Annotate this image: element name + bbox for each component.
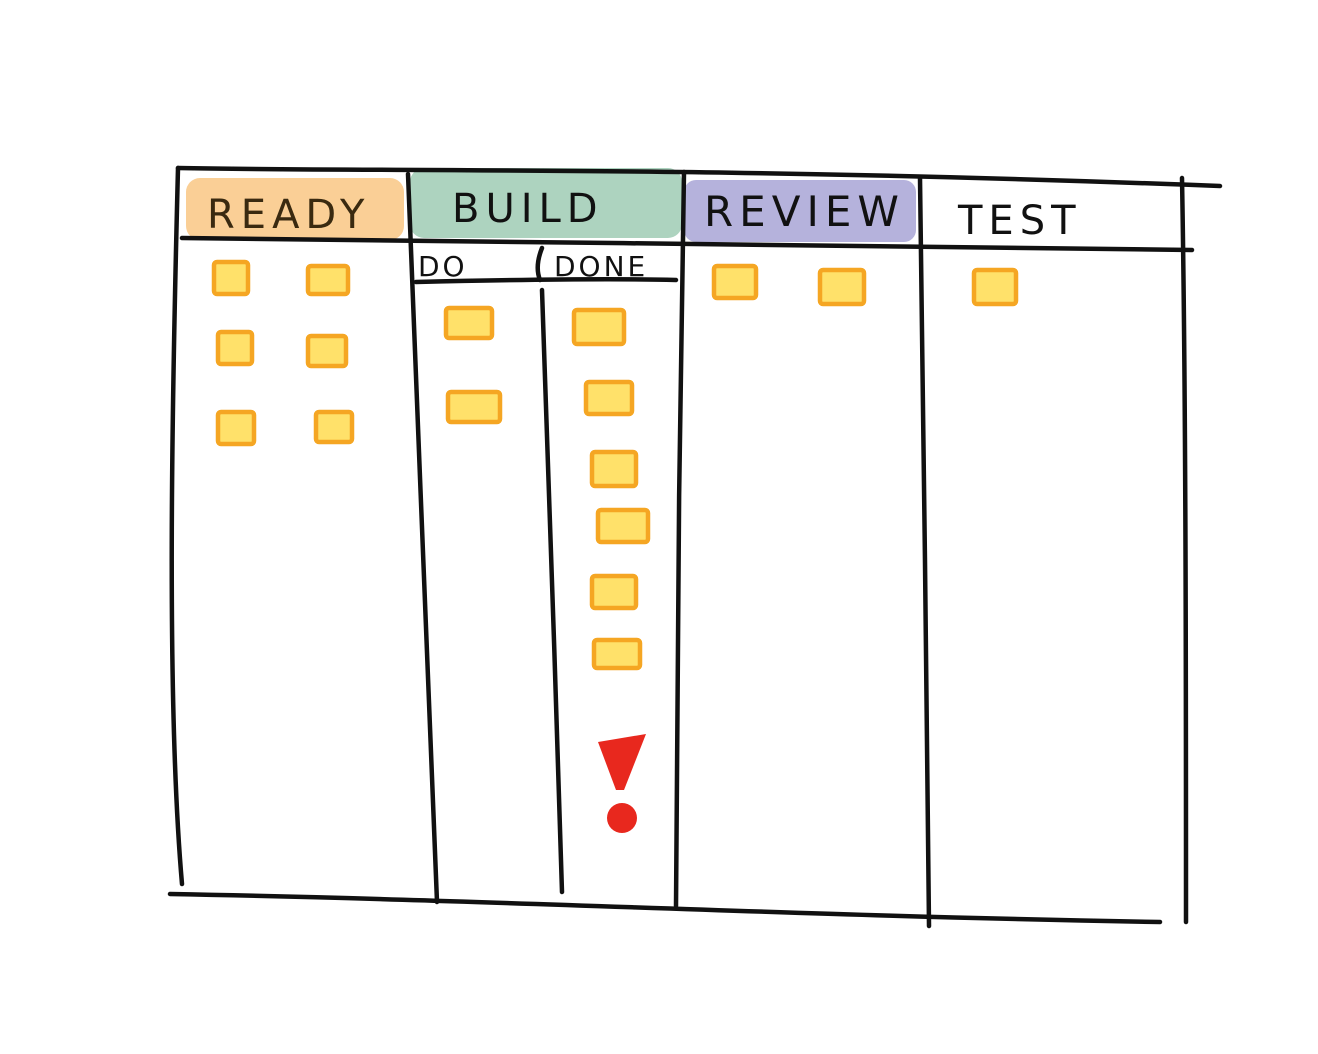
column-title-build: BUILD	[452, 186, 604, 232]
card-done-1	[571, 307, 627, 347]
card-ready-3	[215, 329, 255, 367]
column-title-ready: READY	[207, 192, 370, 238]
column-titles: READY BUILD REVIEW TEST	[207, 186, 1082, 244]
card-ready-6	[313, 409, 355, 445]
top-border	[175, 165, 1223, 189]
card-done-4	[595, 507, 651, 545]
do-done-divider-top	[535, 245, 545, 283]
bottom-border	[167, 891, 1163, 925]
review-header-highlight	[684, 180, 916, 242]
subcolumn-titles: DO DONE	[418, 250, 648, 283]
card-ready-1	[211, 259, 251, 297]
card-ready-4	[305, 333, 349, 369]
right-border	[1179, 175, 1189, 925]
card-do-2	[445, 389, 503, 425]
card-ready-2	[305, 263, 351, 297]
card-review-1	[711, 263, 759, 301]
ready-header-highlight	[186, 178, 404, 240]
do-done-divider	[539, 287, 565, 895]
cards-layer	[211, 259, 1019, 671]
card-done-2	[583, 379, 635, 417]
review-test-divider	[917, 175, 932, 929]
build-review-divider	[673, 169, 687, 909]
card-ready-5	[215, 409, 257, 447]
ready-build-divider	[405, 171, 440, 905]
header-divider	[179, 235, 1195, 253]
card-do-1	[443, 305, 495, 341]
card-done-5	[589, 573, 639, 611]
card-done-6	[591, 637, 643, 671]
card-test-1	[971, 267, 1019, 307]
card-review-2	[817, 267, 867, 307]
bottleneck-alert	[598, 734, 646, 833]
subcolumn-title-do: DO	[418, 250, 468, 283]
header-highlights	[186, 168, 916, 242]
subcolumn-title-done: DONE	[554, 250, 648, 283]
column-title-test: TEST	[957, 198, 1082, 244]
card-done-3	[589, 449, 639, 489]
alert-exclamation-bar	[598, 734, 646, 790]
subheader-divider	[413, 276, 679, 285]
column-title-review: REVIEW	[704, 187, 905, 236]
board-grid	[167, 165, 1223, 929]
left-border	[169, 165, 185, 887]
alert-exclamation-dot	[607, 803, 637, 833]
build-header-highlight	[410, 168, 682, 238]
